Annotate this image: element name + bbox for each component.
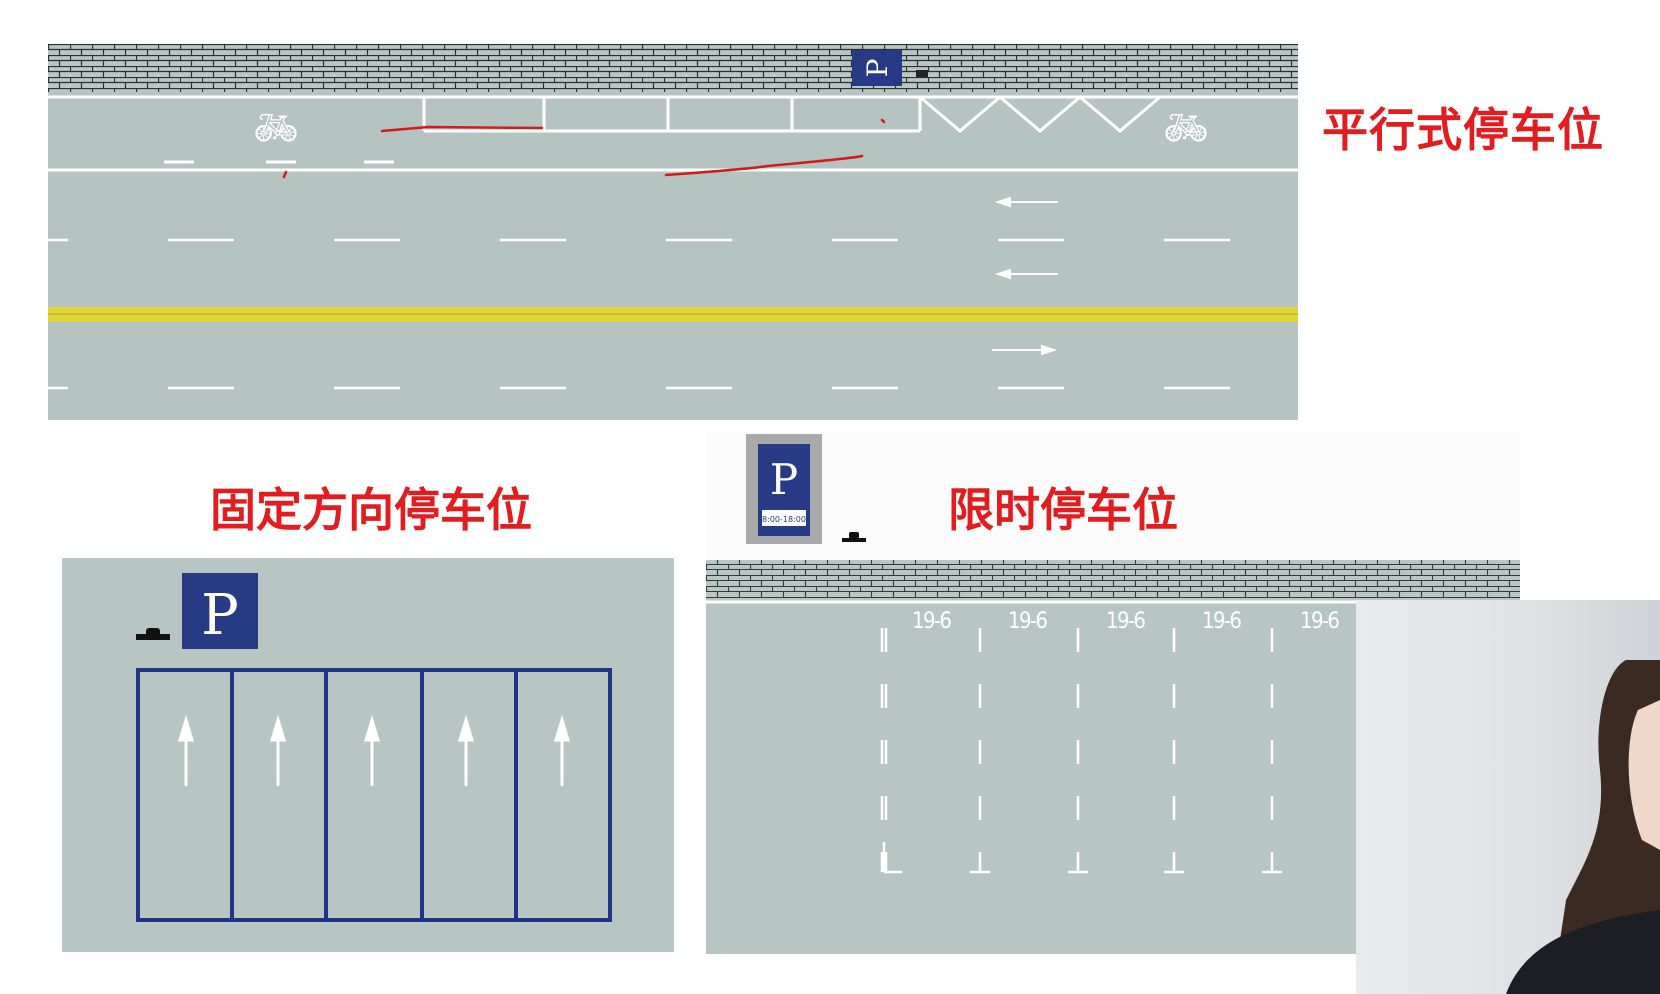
fixed-direction-parking-diagram: P: [62, 558, 674, 952]
fixed-stalls: [136, 668, 612, 922]
parallel-parking-diagram: P 🚲︎ 🚲︎: [48, 44, 1298, 420]
sidewalk: [706, 560, 1520, 598]
parking-sign: P: [852, 50, 928, 86]
sign-post-base: [136, 628, 170, 640]
road-surface: [48, 92, 1298, 420]
lane-arrows: [992, 196, 1058, 356]
parking-sign-letter: P: [861, 59, 894, 78]
time-limited-parking-sign: P 8:00-18:00: [746, 434, 822, 544]
bicycle-lane-icon: 🚲︎: [1163, 108, 1209, 149]
fixed-direction-parking-title: 固定方向停车位: [210, 483, 532, 537]
presenter-video-overlay: [1356, 600, 1660, 994]
parallel-stalls: [422, 95, 1161, 133]
stall-marking: 19-6: [912, 609, 952, 634]
parallel-parking-title: 平行式停车位: [1322, 103, 1604, 157]
time-stall-lines: [880, 628, 1282, 874]
red-annotation: [282, 118, 886, 179]
stall-marking: 19-6: [1202, 609, 1242, 634]
bicycle-lane-icon: 🚲︎: [253, 108, 299, 149]
parking-sign-letter: P: [201, 583, 239, 648]
time-limited-parking-title: 限时停车位: [948, 483, 1178, 537]
stall-time-markings: 19-6 19-6 19-6 19-6 19-6: [912, 609, 1340, 634]
time-plate-text: 8:00-18:00: [762, 515, 806, 524]
parking-sign: [182, 573, 258, 649]
direction-arrows: [177, 714, 571, 786]
parking-sign-letter: P: [770, 455, 798, 504]
stall-marking: 19-6: [1008, 609, 1048, 634]
sign-post-base: [842, 532, 866, 542]
sidewalk: [48, 44, 1298, 92]
stall-marking: 19-6: [1300, 609, 1340, 634]
stall-marking: 19-6: [1106, 609, 1146, 634]
